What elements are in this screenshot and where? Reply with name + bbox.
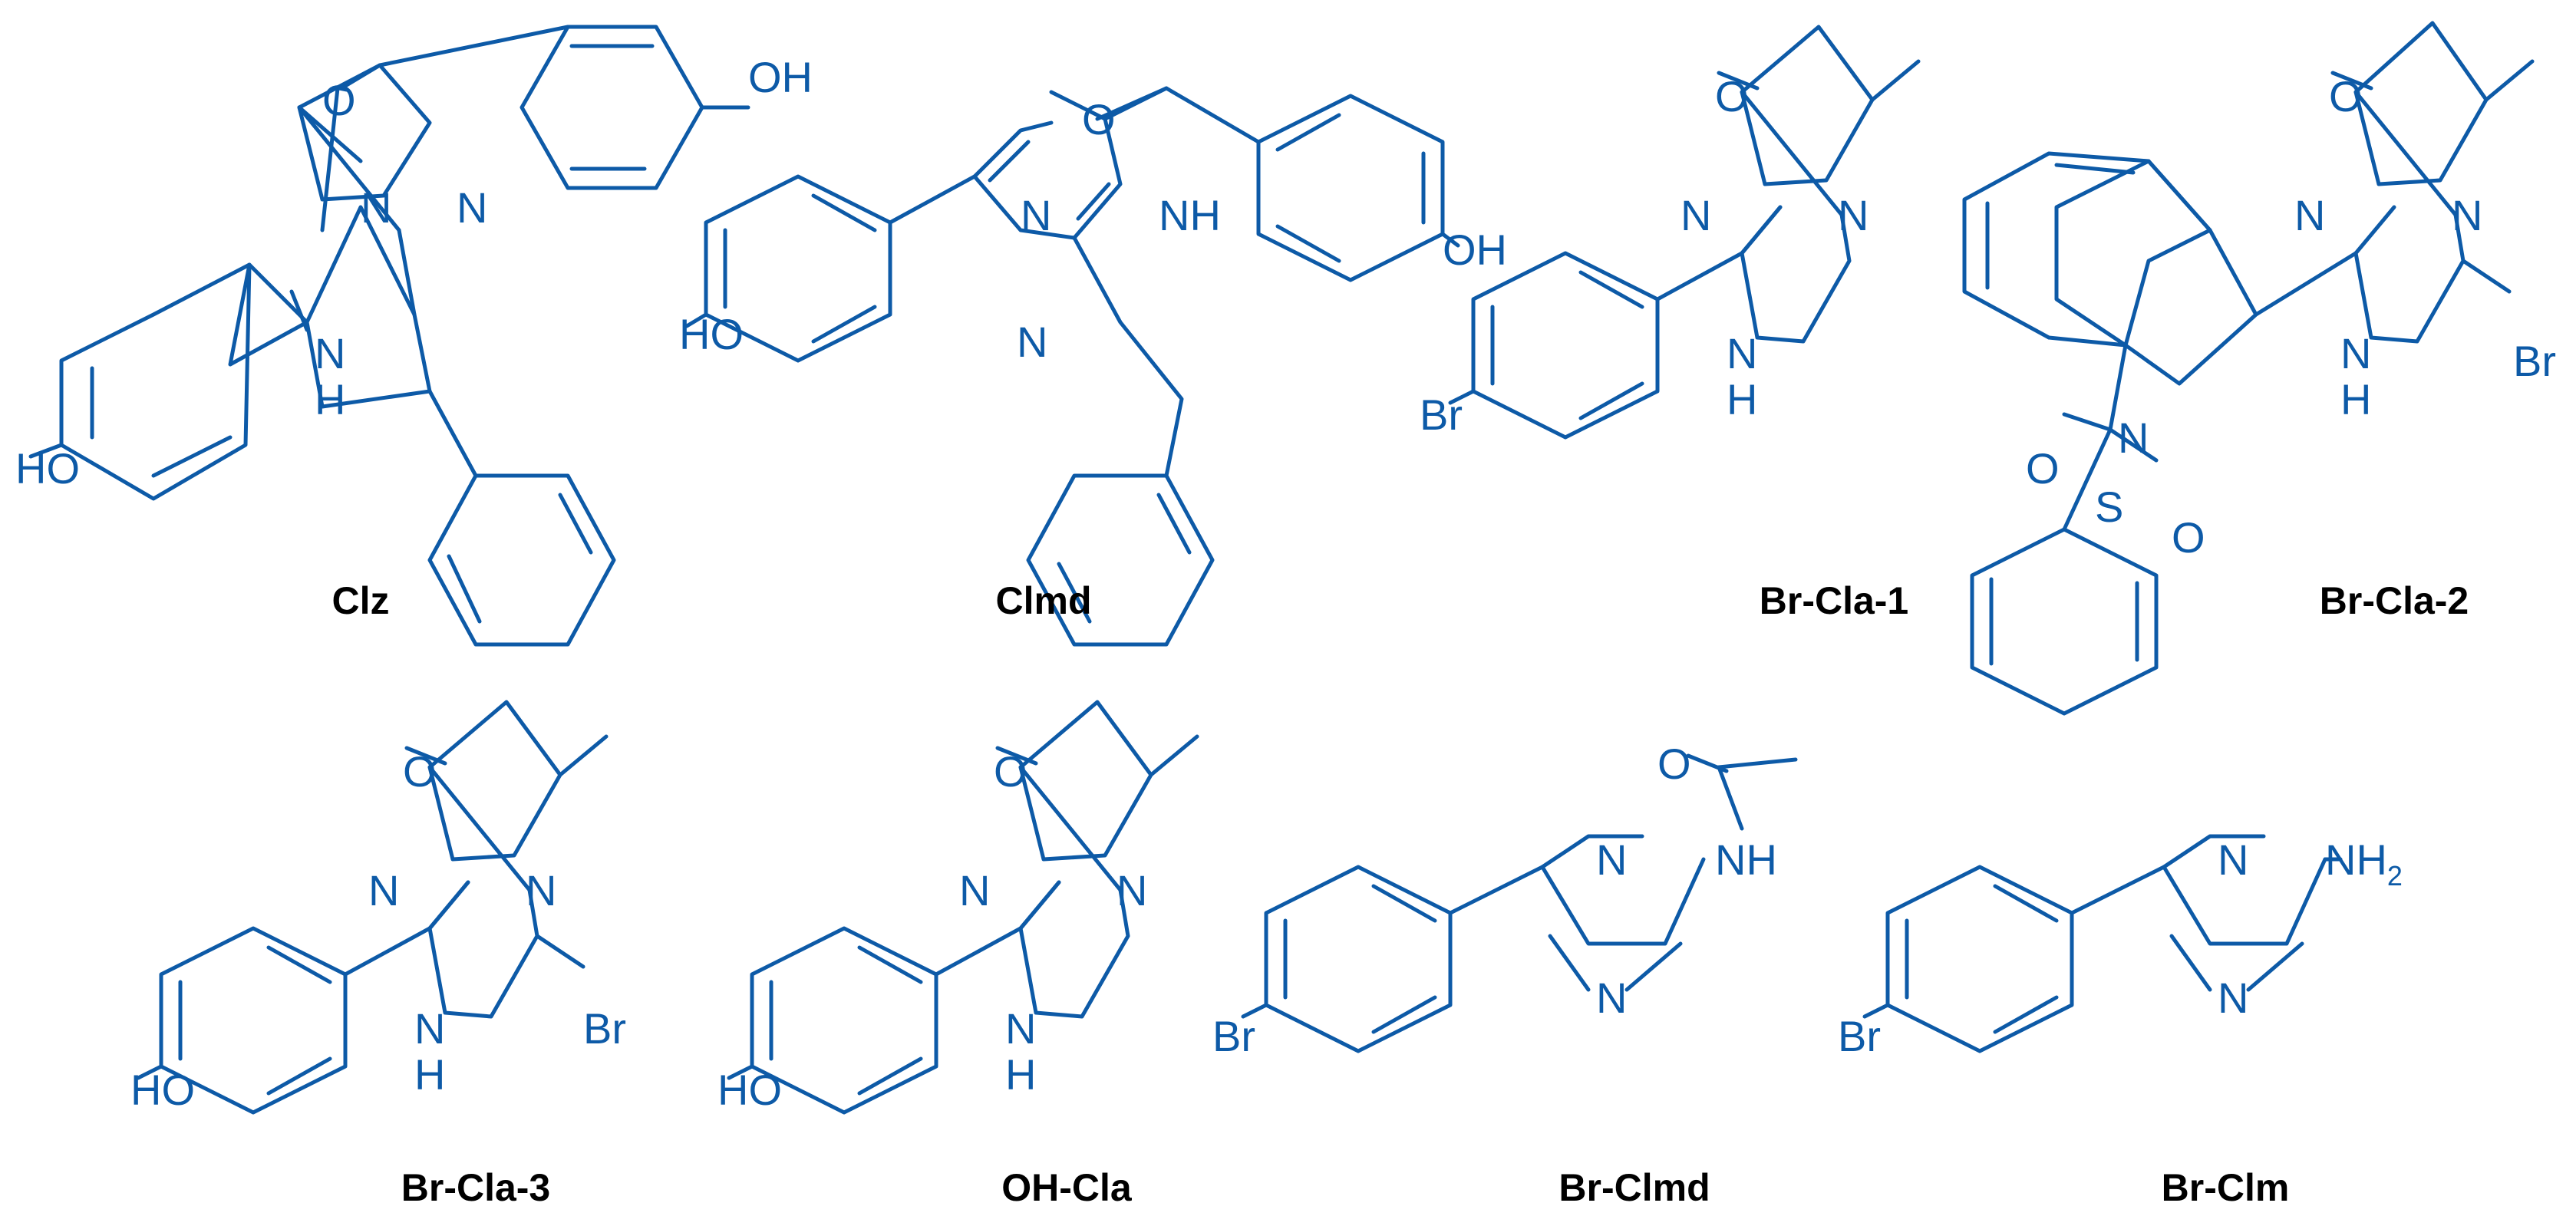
compound-label: Clz — [332, 579, 390, 622]
atom-label-n: N — [2218, 974, 2248, 1022]
compound-label: OH-Cla — [1001, 1166, 1133, 1209]
atom-label-h: H — [1005, 1050, 1036, 1099]
atom-label-n: N — [959, 866, 990, 915]
structure-bonds — [1862, 834, 2343, 1053]
atom-label-s: S — [2095, 483, 2123, 531]
compound-clmd: O NH N N OH HO Clmd — [679, 86, 1507, 647]
atom-label-n: N — [368, 866, 399, 915]
atom-label-o: O — [1657, 740, 1691, 788]
atom-label-o: O — [1715, 72, 1749, 120]
atom-label-ho: HO — [679, 310, 744, 358]
atom-label-h: H — [414, 1050, 445, 1099]
structure-bonds — [1241, 753, 1798, 1053]
atom-label-n: N — [2340, 329, 2371, 377]
atom-label-n: N — [2294, 191, 2325, 239]
atom-label-ho: HO — [717, 1066, 782, 1114]
compound-oh-cla: O N N N H HO OH-Cla — [717, 700, 1199, 1209]
atom-label-br: Br — [583, 1004, 626, 1053]
atom-label-o: O — [322, 76, 356, 124]
structure-bonds — [684, 86, 1460, 647]
atom-label-nh: NH — [1159, 191, 1221, 239]
atom-label-subscript: 2 — [2387, 860, 2403, 891]
structure-bonds — [1448, 25, 1921, 440]
atom-label-oh: OH — [1443, 226, 1507, 274]
atom-label-nh-text: NH — [2325, 835, 2387, 884]
atom-label-n: N — [1727, 329, 1757, 377]
structure-bonds — [28, 25, 750, 647]
atom-label-br: Br — [1212, 1012, 1255, 1060]
atom-label-n: N — [1021, 191, 1051, 239]
atom-label-br: Br — [2513, 337, 2556, 385]
atom-label-n: N — [2218, 835, 2248, 884]
atom-label-n: N — [1017, 318, 1047, 366]
atom-label-n: N — [315, 329, 345, 377]
atom-label-n: N — [526, 866, 556, 915]
atom-label-n: N — [1596, 835, 1627, 884]
atom-label-o: O — [2329, 72, 2363, 120]
atom-label-n: N — [414, 1004, 445, 1053]
atom-label-h: H — [1727, 375, 1757, 423]
atom-label-n: N — [1005, 1004, 1036, 1053]
compound-br-clm: N NH2 N Br Br-Clm — [1838, 834, 2403, 1209]
atom-label-n: N — [2118, 414, 2149, 462]
compound-label: Br-Cla-2 — [2320, 579, 2469, 622]
atom-label-o: O — [994, 747, 1027, 796]
atom-label-o: O — [1082, 95, 1116, 143]
compound-br-cla-1: O N N N H Br Br-Cla-1 — [1420, 25, 1921, 622]
atom-label-n: N — [361, 183, 391, 232]
atom-label-n: N — [457, 183, 487, 232]
atom-label-o: O — [2172, 513, 2205, 562]
atom-label-ho: HO — [15, 444, 80, 493]
atom-label-n: N — [1116, 866, 1147, 915]
compound-clz: O OH N N N H HO Clz — [15, 25, 813, 647]
compound-br-clmd: O NH N N Br Br-Clmd — [1212, 740, 1798, 1209]
compound-label: Br-Clmd — [1558, 1166, 1710, 1209]
compound-br-cla-3: O N N N H Br HO Br-Cla-3 — [130, 700, 626, 1209]
compound-label: Br-Clm — [2162, 1166, 2290, 1209]
compound-br-cla-2: O N N N H Br N O S O Br-Cla-2 — [1962, 21, 2556, 716]
atom-label-ho: HO — [130, 1066, 195, 1114]
structure-bonds — [727, 700, 1199, 1115]
atom-label-n: N — [1838, 191, 1869, 239]
structure-bonds — [136, 700, 609, 1115]
atom-label-nh: NH — [1715, 835, 1777, 884]
atom-label-o: O — [2026, 444, 2060, 493]
atom-label-n: N — [1681, 191, 1711, 239]
compound-label: Br-Cla-3 — [401, 1166, 550, 1209]
atom-label-h: H — [315, 375, 345, 423]
atom-label-nh: NH2 — [2325, 835, 2403, 891]
compound-label: Clmd — [996, 579, 1092, 622]
atom-label-br: Br — [1420, 391, 1463, 439]
atom-label-o: O — [403, 747, 437, 796]
atom-label-br: Br — [1838, 1012, 1881, 1060]
structure-bonds — [1962, 21, 2535, 716]
atom-label-h: H — [2340, 375, 2371, 423]
atom-label-n: N — [1596, 974, 1627, 1022]
compound-label: Br-Cla-1 — [1760, 579, 1908, 622]
atom-label-n: N — [2452, 191, 2482, 239]
atom-label-oh: OH — [748, 53, 813, 101]
